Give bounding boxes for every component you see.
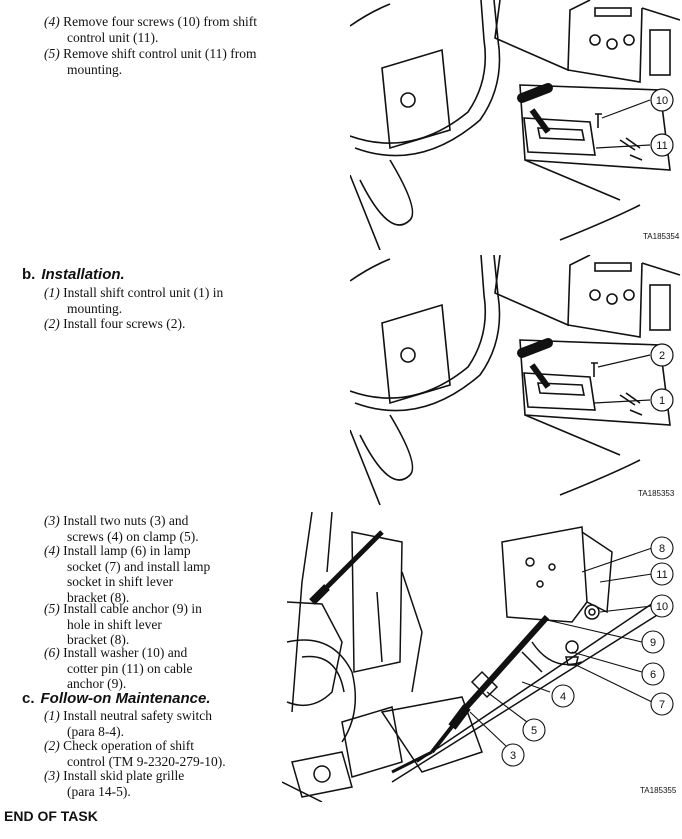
figure-id: TA185354 bbox=[643, 232, 680, 241]
figure-shift-cable: 8 11 10 9 6 7 4 5 3 TA185355 bbox=[281, 511, 682, 803]
step-number: (2) bbox=[44, 316, 60, 331]
figure-installation-drawing: 2 1 bbox=[349, 254, 681, 506]
step-line: socket in shift lever bbox=[67, 574, 174, 589]
step-b2: (2) Install four screws (2). bbox=[44, 316, 344, 332]
figure-id: TA185353 bbox=[638, 489, 675, 498]
step-number: (4) bbox=[44, 543, 60, 558]
step-number: (2) bbox=[44, 738, 60, 753]
step-text-cont: mounting. bbox=[67, 300, 123, 316]
step-line: Install two nuts (3) and bbox=[63, 513, 189, 528]
section-letter: c. bbox=[22, 690, 35, 707]
step-text: Install shift control unit (1) in bbox=[63, 285, 224, 300]
step-number: (4) bbox=[44, 14, 60, 29]
section-title: Installation. bbox=[41, 266, 125, 283]
step-number: (5) bbox=[44, 46, 60, 61]
step-a5: (5) Remove shift control unit (11) from … bbox=[44, 46, 344, 77]
figure-removal: 10 11 TA185354 bbox=[349, 0, 682, 251]
callout-label: 3 bbox=[510, 750, 516, 762]
callout-label: 2 bbox=[659, 350, 665, 362]
callout-label: 8 bbox=[659, 543, 665, 555]
callout-label: 11 bbox=[656, 569, 667, 581]
step-number: (6) bbox=[44, 645, 60, 660]
step-c1: (1) Install neutral safety switch (para … bbox=[44, 708, 274, 739]
step-line: Check operation of shift bbox=[63, 738, 194, 753]
step-a4: (4) Remove four screws (10) from shift c… bbox=[44, 14, 344, 45]
callout-label: 5 bbox=[531, 725, 537, 737]
step-line: (para 8-4). bbox=[67, 723, 124, 739]
step-number: (3) bbox=[44, 768, 60, 783]
figure-installation: 2 1 TA185353 bbox=[349, 254, 682, 506]
step-line: screws (4) on clamp (5). bbox=[67, 528, 199, 544]
step-number: (1) bbox=[44, 285, 60, 300]
callout-label: 4 bbox=[560, 691, 566, 703]
step-line: anchor (9). bbox=[67, 676, 127, 691]
step-number: (1) bbox=[44, 708, 60, 723]
step-text: Remove shift control unit (11) from bbox=[63, 46, 257, 61]
step-line: Install washer (10) and bbox=[63, 645, 188, 660]
end-of-task: END OF TASK bbox=[4, 808, 98, 824]
step-b3: (3) Install two nuts (3) and screws (4) … bbox=[44, 513, 274, 544]
step-text: Remove four screws (10) from shift bbox=[63, 14, 257, 29]
step-line: cotter pin (11) on cable bbox=[67, 660, 193, 676]
step-line: Install neutral safety switch bbox=[63, 708, 212, 723]
step-text-cont: control unit (11). bbox=[67, 29, 159, 45]
step-line: bracket (8). bbox=[67, 632, 130, 647]
section-b-heading: b. Installation. bbox=[22, 266, 125, 283]
callout-label: 9 bbox=[650, 637, 656, 649]
section-letter: b. bbox=[22, 266, 36, 283]
step-line: socket (7) and install lamp bbox=[67, 558, 211, 574]
step-line: hole in shift lever bbox=[67, 616, 162, 632]
step-b5: (5) Install cable anchor (9) in hole in … bbox=[44, 601, 274, 648]
step-text-cont: mounting. bbox=[67, 61, 123, 77]
step-text: Install four screws (2). bbox=[63, 316, 186, 331]
step-line: (para 14-5). bbox=[67, 783, 131, 799]
step-b6: (6) Install washer (10) and cotter pin (… bbox=[44, 645, 274, 692]
section-c-heading: c. Follow-on Maintenance. bbox=[22, 690, 211, 707]
section-title: Follow-on Maintenance. bbox=[40, 690, 211, 707]
step-c3: (3) Install skid plate grille (para 14-5… bbox=[44, 768, 274, 799]
figure-removal-drawing: 10 11 bbox=[349, 0, 681, 251]
step-line: Install lamp (6) in lamp bbox=[63, 543, 191, 558]
step-number: (3) bbox=[44, 513, 60, 528]
step-line: Install cable anchor (9) in bbox=[63, 601, 202, 616]
step-b4: (4) Install lamp (6) in lamp socket (7) … bbox=[44, 543, 274, 605]
callout-label: 10 bbox=[656, 601, 668, 613]
step-line: control (TM 9-2320-279-10). bbox=[67, 753, 226, 769]
callout-label: 7 bbox=[659, 699, 665, 711]
callout-label: 6 bbox=[650, 669, 656, 681]
step-b1: (1) Install shift control unit (1) in mo… bbox=[44, 285, 344, 316]
figure-id: TA185355 bbox=[640, 786, 677, 795]
step-number: (5) bbox=[44, 601, 60, 616]
step-line: bracket (8). bbox=[67, 589, 130, 605]
step-c2: (2) Check operation of shift control (TM… bbox=[44, 738, 274, 769]
figure-shift-cable-drawing: 8 11 10 9 6 7 4 5 3 bbox=[281, 511, 674, 803]
callout-label: 1 bbox=[659, 395, 665, 407]
step-line: Install skid plate grille bbox=[63, 768, 185, 783]
callout-label: 10 bbox=[656, 95, 668, 107]
callout-label: 11 bbox=[656, 140, 667, 152]
